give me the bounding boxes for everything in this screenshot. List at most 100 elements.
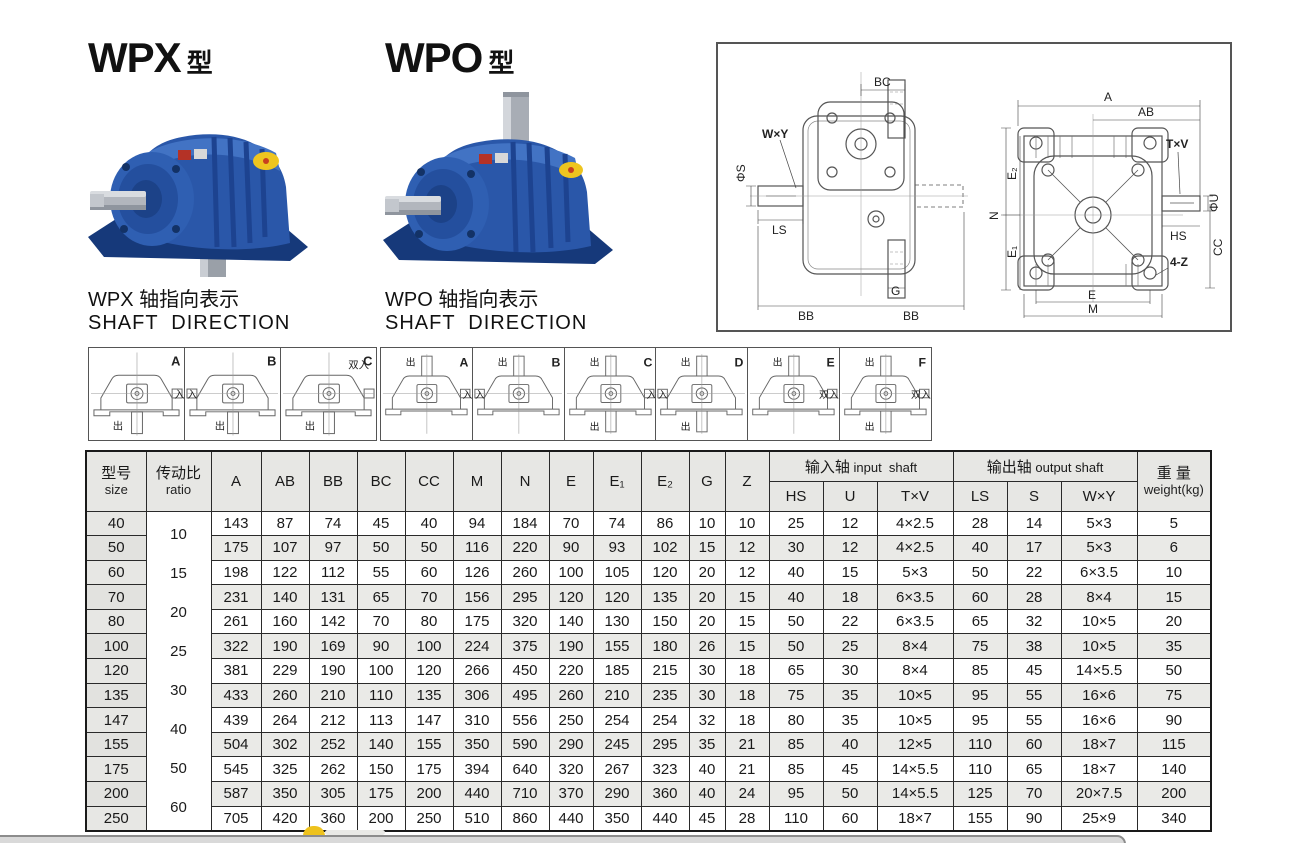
cell-value: 55 [1006,682,1062,709]
cell-size: 200 [85,781,147,807]
cell-value: 20×7.5 [1060,781,1138,807]
cell-value: 140 [548,608,594,635]
cell-value: 10×5 [876,707,954,733]
cell-size: 120 [85,658,147,684]
cell-value: 350 [260,781,310,807]
wpo-gearbox-illustration [383,92,613,264]
cell-size: 250 [85,805,147,832]
cell-value: 264 [260,707,310,733]
header-dim-cc: CC [404,450,454,512]
cell-value: 8×4 [1060,584,1138,610]
cell-value: 310 [452,707,502,733]
cell-value: 24 [724,781,770,807]
cell-value: 90 [1136,707,1212,733]
cell-value: 322 [210,633,262,660]
header-sub-hs: HS [768,480,824,512]
direction-flow-label: 出 [215,420,225,433]
cell-value: 135 [404,682,454,709]
cell-value: 107 [260,535,310,561]
cell-size: 155 [85,731,147,758]
cell-value: 74 [592,510,642,537]
cell-value: 120 [548,584,594,610]
cell-value: 17 [1006,535,1062,561]
cell-size: 135 [85,682,147,709]
cell-value: 8×4 [876,658,954,684]
cell-value: 65 [356,584,406,610]
direction-flow-label: 出 [865,420,875,433]
wpo-shaft-direction-en: SHAFT DIRECTION [385,312,588,334]
dim-label-bb2: BB [903,309,919,323]
cell-value: 587 [210,781,262,807]
ratio-value: 20 [170,603,187,621]
header-dim-m: M [452,450,502,512]
cell-value: 360 [640,781,690,807]
cell-value: 28 [1006,584,1062,610]
cell-value: 60 [404,559,454,586]
direction-flow-label: 双入 [911,389,931,401]
cell-value: 175 [404,756,454,783]
cell-value: 15 [724,608,770,635]
cell-value: 10 [1136,559,1212,586]
cell-value: 70 [1006,781,1062,807]
cell-value: 100 [548,559,594,586]
cell-value: 125 [952,781,1008,807]
cell-value: 85 [768,756,824,783]
cell-value: 190 [260,633,310,660]
cell-value: 100 [356,658,406,684]
next-page-yellow-cap [303,826,325,836]
cell-value: 15 [688,535,726,561]
direction-cell-letter: F [919,356,927,370]
dim-label-phi-u: ΦU [1207,194,1221,212]
cell-value: 295 [640,731,690,758]
cell-value: 262 [308,756,358,783]
cell-value: 5×3 [876,559,954,586]
cell-value: 198 [210,559,262,586]
cell-value: 250 [404,805,454,832]
cell-value: 95 [768,781,824,807]
cell-value: 190 [308,658,358,684]
cell-size: 50 [85,535,147,561]
dim-label-e1: E₁ [1005,246,1019,258]
cell-value: 18 [822,584,878,610]
cell-value: 50 [404,535,454,561]
header-weight: 重 量 weight(kg) [1136,450,1212,512]
cell-value: 252 [308,731,358,758]
cell-value: 21 [724,731,770,758]
ratio-value: 25 [170,642,187,660]
direction-flow-label: 出 [681,356,691,369]
cell-value: 70 [356,608,406,635]
cell-value: 75 [768,682,824,709]
cell-value: 229 [260,658,310,684]
header-sub-ls: LS [952,480,1008,512]
cell-value: 5×3 [1060,510,1138,537]
direction-flow-label: 双入 [348,359,369,371]
direction-flow-label: 双入 [819,389,839,401]
header-dim-n: N [500,450,550,512]
cell-value: 35 [822,707,878,733]
dim-label-4z: 4-Z [1170,255,1188,269]
cell-value: 90 [356,633,406,660]
cell-value: 60 [1006,731,1062,758]
cell-value: 35 [1136,633,1212,660]
cell-value: 10×5 [1060,608,1138,635]
cell-value: 16×6 [1060,707,1138,733]
cell-value: 4×2.5 [876,510,954,537]
cell-value: 45 [356,510,406,537]
dim-label-hs: HS [1170,229,1187,243]
cell-value: 510 [452,805,502,832]
